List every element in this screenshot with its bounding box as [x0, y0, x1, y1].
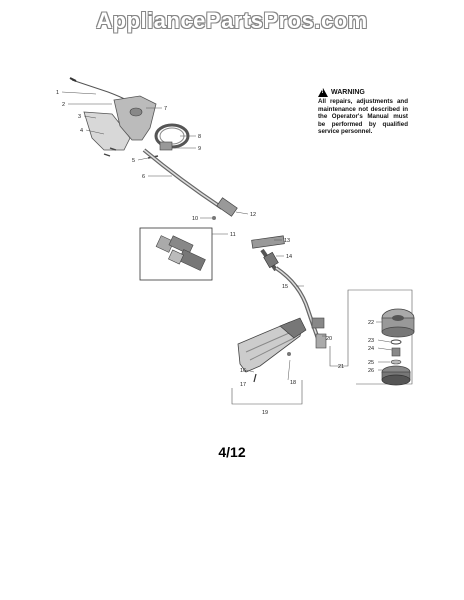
callout-12: 12 — [250, 212, 256, 218]
coupler — [216, 197, 238, 217]
callout-25: 25 — [368, 360, 374, 366]
inset-box — [139, 227, 213, 281]
page-number: 4/12 — [218, 444, 246, 460]
callout-11: 11 — [230, 232, 236, 238]
callout-4: 4 — [80, 128, 83, 134]
callout-6: 6 — [142, 174, 145, 180]
callout-22: 22 — [368, 320, 374, 326]
callout-7: 7 — [164, 106, 167, 112]
callout-14: 14 — [286, 254, 292, 260]
callout-23: 23 — [368, 338, 374, 344]
spring — [390, 339, 402, 345]
callout-18: 18 — [290, 380, 296, 386]
warning-title: WARNING — [331, 88, 365, 96]
warning-heading: WARNING — [318, 88, 408, 97]
callout-2: 2 — [62, 102, 65, 108]
shaft-coupling — [251, 235, 285, 249]
callout-10: 10 — [192, 216, 198, 222]
warning-notice: WARNING All repairs, adjustments and mai… — [318, 88, 408, 136]
callout-21: 21 — [338, 364, 344, 370]
handle-housing-right — [113, 95, 157, 141]
warning-triangle-icon — [318, 88, 328, 97]
handle-housing-left — [83, 111, 131, 151]
callout-8: 8 — [198, 134, 201, 140]
callout-19: 19 — [262, 410, 268, 416]
guard-mount — [279, 317, 307, 339]
callout-16: 16 — [240, 368, 246, 374]
callout-1: 1 — [56, 90, 59, 96]
callout-20: 20 — [326, 336, 332, 342]
callout-3: 3 — [78, 114, 81, 120]
callout-15: 15 — [282, 284, 288, 290]
callout-9: 9 — [198, 146, 201, 152]
screw — [253, 373, 257, 383]
site-watermark: AppliancePartsPros.com — [96, 8, 368, 33]
callout-5: 5 — [132, 158, 135, 164]
bolt — [391, 347, 401, 357]
screw — [109, 147, 117, 151]
warning-text: All repairs, adjustments and maintenance… — [318, 98, 408, 135]
callout-26: 26 — [368, 368, 374, 374]
screw — [103, 153, 111, 157]
washer — [390, 359, 402, 365]
callout-17: 17 — [240, 382, 246, 388]
callout-24: 24 — [368, 346, 374, 352]
callout-13: 13 — [284, 238, 290, 244]
cable-end — [69, 77, 77, 82]
